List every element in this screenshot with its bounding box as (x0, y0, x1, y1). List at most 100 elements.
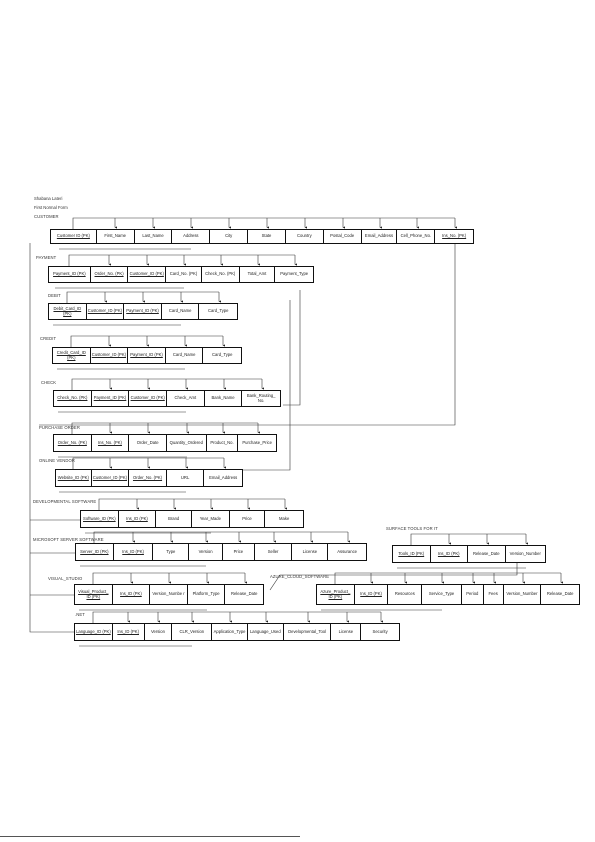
purchase-order-table-label: PURCHASE ORDER (39, 425, 80, 430)
table-cell: Bank_Name (205, 391, 243, 406)
table-cell: Payment_ID (PK) (49, 267, 91, 282)
customer-table-label: CUSTOMER (34, 214, 59, 219)
table-cell: Release_Date (546, 591, 574, 597)
table-cell: Card_Type (211, 352, 233, 358)
table-cell: City (210, 230, 249, 243)
table-cell: Customer_ID (PK) (129, 391, 168, 406)
table-cell: Azure_Product_ ID (PK) (317, 585, 355, 604)
table-cell: Version_Numbe r (150, 585, 188, 604)
table-cell: Postal_Code (324, 230, 362, 243)
table-cell: Cell_Phone_No. (397, 230, 436, 243)
table-cell: Card_No. (PK) (166, 267, 202, 282)
dependency-bar (71, 378, 262, 390)
dependency-bar (66, 291, 219, 303)
table-cell: URL (167, 470, 205, 486)
table-cell: Card_Name (162, 304, 200, 319)
table-cell: Release_Date (468, 546, 506, 562)
table-cell: Ins_ID (PK) (114, 544, 154, 560)
table-cell: Ins_ID (PK) (113, 585, 151, 604)
table-cell: Email_Address (209, 474, 238, 480)
azure-table-label: AZURE_CLOUD_SOFTWARE (270, 574, 330, 579)
microsoft-server-table-label: MICROSOFT SERVER SOFTWARE (33, 537, 104, 542)
table-cell: Payment_ID (PK) (124, 304, 162, 319)
table-cell: Order_Date (129, 435, 167, 451)
check-table: Check_No. (PK)Payment_ID (PK)Customer_ID… (53, 390, 281, 407)
credit-table: Credit_Card_ID (PK)Customer_ID (PK)Payme… (52, 347, 242, 364)
table-cell: Debit_Card_ID (PK) (49, 304, 87, 319)
table-cell: CLR_Version (172, 624, 213, 640)
dependency-bar (68, 254, 295, 266)
table-cell: Ins_ID (PK) (113, 624, 145, 640)
table-cell: Customer_ID (PK) (128, 267, 167, 282)
table-cell: Ins_No. (PK) (442, 233, 467, 239)
table-cell: Card_Name (166, 348, 204, 363)
table-cell: Security (372, 628, 388, 634)
table-cell: Product_No. (207, 435, 239, 451)
diagram-subtitle: First Normal Form (34, 205, 68, 210)
table-cell: Website_ID (PK) (56, 470, 92, 486)
table-cell: Check_No. (PK) (54, 391, 92, 406)
table-cell: Order_No. (PK) (129, 470, 167, 486)
dependency-bar (71, 422, 258, 434)
table-cell: Language_ID (PK) (75, 624, 113, 640)
dependency-bar (410, 533, 526, 545)
dependency-bar (72, 217, 455, 229)
table-cell: Period (462, 585, 484, 604)
table-cell: Assurance (337, 548, 357, 554)
online-vendor-table: Website_ID (PK)Customer_ID (PK)Order_No.… (55, 469, 243, 487)
table-cell: Email_Address (362, 230, 398, 243)
table-cell: Seller (255, 544, 293, 560)
table-cell: Check_No. (PK) (202, 267, 240, 282)
table-cell: Visual_Product_ ID (PK) (75, 585, 113, 604)
table-cell: Platform_Type (188, 585, 226, 604)
check-table-label: CHECK (41, 380, 57, 385)
table-cell: Payment_ID (PK) (92, 391, 130, 406)
table-cell: Customer_ID (PK) (92, 470, 130, 486)
dependency-bar (92, 611, 381, 623)
table-cell: Payment_Type (280, 271, 309, 277)
dependency-bar (93, 531, 348, 543)
table-cell: Payment_ID (PK) (128, 348, 166, 363)
table-cell: Release_Date (230, 591, 258, 597)
table-cell: Customer_ID (PK) (87, 304, 125, 319)
table-cell: Last_Name (135, 230, 173, 243)
visual-studio-table-label: VISUAL_STUDIO (48, 576, 83, 581)
table-cell: Country (286, 230, 324, 243)
table-cell: Check_Amt (167, 391, 205, 406)
table-cell: First_Name (97, 230, 135, 243)
table-cell: Fees (484, 585, 504, 604)
table-cell: Version (145, 624, 173, 640)
azure-table: Azure_Product_ ID (PK)Ins_ID (PK)Resourc… (316, 584, 580, 605)
table-cell: Ins_ID (PK) (119, 511, 157, 527)
table-cell: Order_No. (PK) (54, 435, 92, 451)
table-cell: Developmental_Tool (284, 624, 332, 640)
table-cell: Total_Amt (240, 267, 276, 282)
credit-table-label: CREDIT (40, 336, 57, 341)
table-cell: Service_Type (422, 585, 462, 604)
table-cell: State (248, 230, 286, 243)
table-cell: License (292, 544, 329, 560)
table-cell: Ins_ID (PK) (355, 585, 389, 604)
author-name: Shabana Lateri (34, 196, 63, 201)
table-cell: Version_Number (509, 550, 541, 556)
table-cell: Customer_ID (PK) (91, 348, 129, 363)
debit-table: Debit_Card_ID (PK)Customer_ID (PK)Paymen… (48, 303, 238, 320)
payment-link-line (283, 290, 301, 406)
payment-table: Payment_ID (PK)Order_No. (PK)Customer_ID… (48, 266, 314, 283)
table-cell: Ins_ID (PK) (431, 546, 469, 562)
online-vendor-table-label: ONLINE VENDOR (39, 458, 75, 463)
table-cell: Version (189, 544, 223, 560)
table-cell: Customer ID (PK) (51, 230, 97, 243)
table-cell: Version_Number (504, 585, 542, 604)
table-cell: Application_Type (212, 624, 248, 640)
table-cell: Year_Made (192, 511, 230, 527)
table-cell: Server_ID (PK) (76, 544, 114, 560)
table-cell: Bank_Routing_ No. (246, 392, 276, 403)
table-cell: Quantity_Ordered (167, 435, 207, 451)
